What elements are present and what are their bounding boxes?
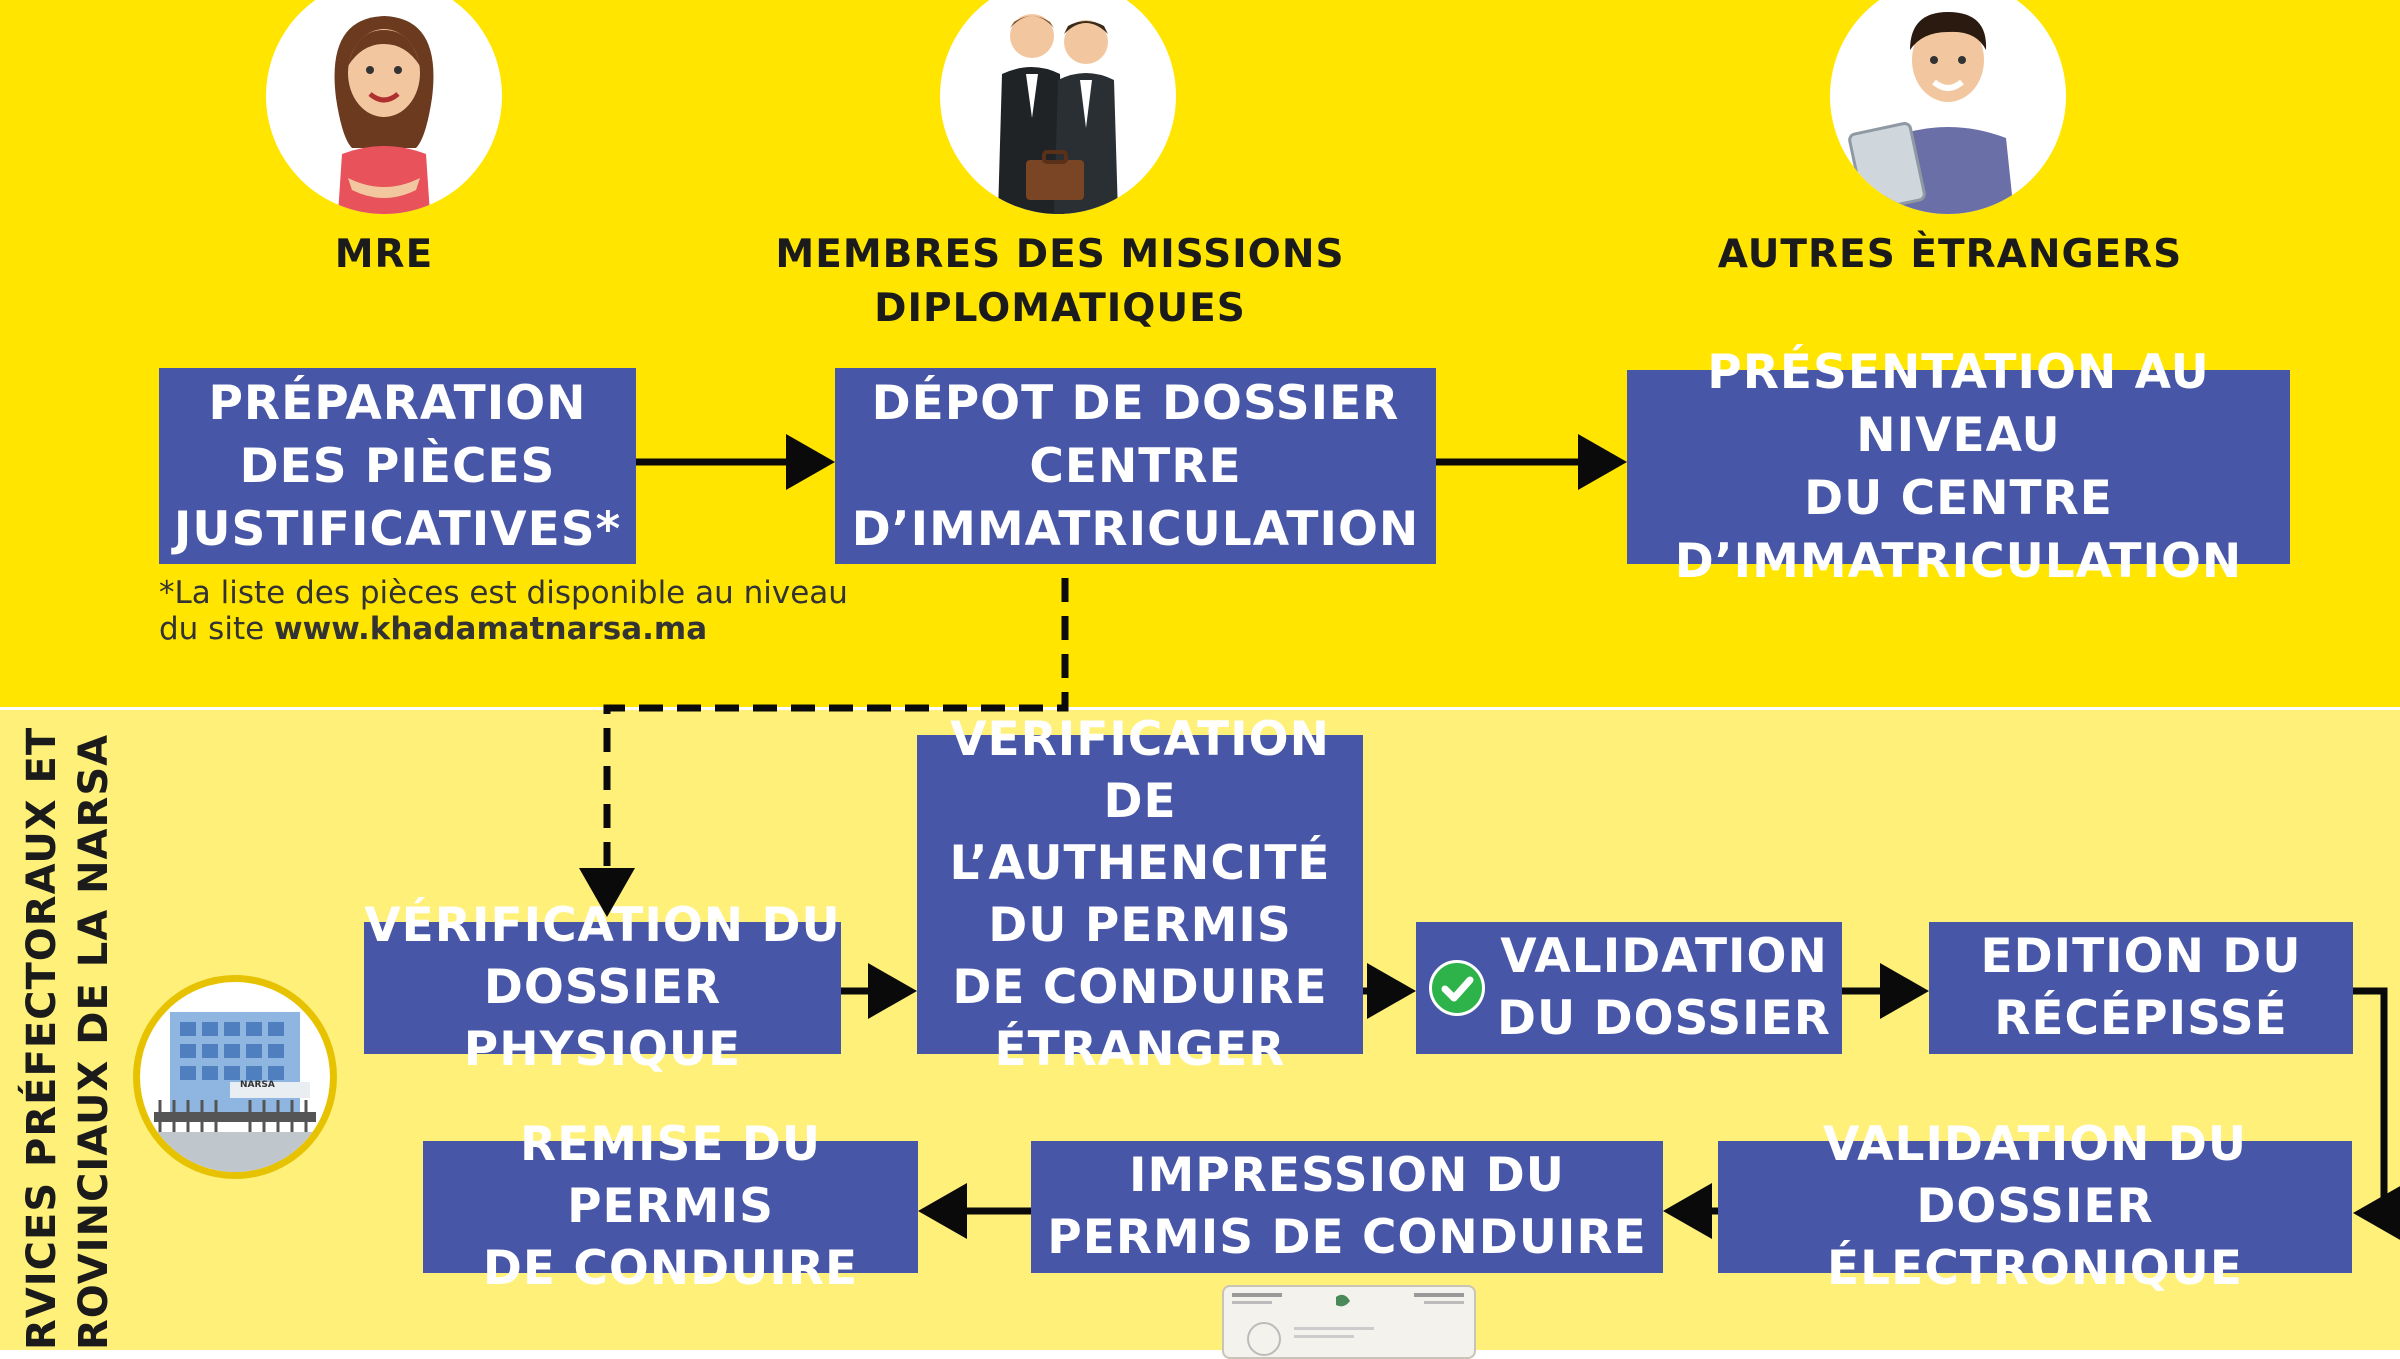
step-impression-line2: PERMIS DE CONDUIRE — [1047, 1210, 1647, 1265]
check-icon — [1429, 960, 1485, 1016]
step-presentation-line3: D’IMMATRICULATION — [1674, 534, 2243, 589]
arrow-dashed-depot-to-verification — [579, 578, 1069, 917]
man-tablet-avatar-icon — [1830, 0, 2066, 214]
step-preparation-line2: DES PIÈCES — [239, 438, 556, 494]
step-remise-permis: REMISE DU PERMIS DE CONDUIRE — [423, 1117, 918, 1296]
diplomats-avatar-icon — [940, 0, 1176, 214]
category-diplomatic-line2: DIPLOMATIQUES — [874, 286, 1246, 331]
step-verif-physique-line2: DOSSIER PHYSIQUE — [463, 960, 742, 1077]
step-verif-auth-line5: ÉTRANGER — [994, 1021, 1286, 1077]
step-validation-line1: VALIDATION — [1500, 929, 1828, 984]
step-verif-auth-line2: DE L’AUTHENCITÉ — [949, 773, 1331, 891]
category-diplomatic-line1: MEMBRES DES MISSIONS — [775, 232, 1345, 277]
category-other-foreigners: AUTRES ÈTRANGERS — [1717, 232, 2183, 277]
step-depot-line3: D’IMMATRICULATION — [851, 501, 1420, 557]
step-impression-line1: IMPRESSION DU — [1129, 1148, 1565, 1203]
note-line1: *La liste des pièces est disponible au n… — [159, 575, 848, 611]
step-valid-elec-line2: ÉLECTRONIQUE — [1827, 1241, 2243, 1296]
note-line2-prefix: du site — [159, 611, 275, 647]
band-divider — [0, 707, 2400, 710]
step-validation-line2: DU DOSSIER — [1497, 991, 1831, 1046]
step-preparation-line1: PRÉPARATION — [208, 375, 587, 431]
step-presentation: PRÉSENTATION AU NIVEAU DU CENTRE D’IMMAT… — [1627, 345, 2290, 589]
step-validation-electronique: VALIDATION DU DOSSIER ÉLECTRONIQUE — [1718, 1117, 2352, 1296]
step-preparation-line3: JUSTIFICATIVES* — [173, 501, 622, 557]
step-edition-recepisse: EDITION DU RÉCÉPISSÉ — [1929, 922, 2353, 1054]
documents-note: *La liste des pièces est disponible au n… — [159, 575, 879, 647]
step-depot-line2: CENTRE — [1029, 438, 1242, 494]
step-valid-elec-line1: VALIDATION DU DOSSIER — [1822, 1117, 2248, 1234]
arrow-edition-to-electronique — [2353, 987, 2400, 1241]
step-preparation: PRÉPARATION DES PIÈCES JUSTIFICATIVES* — [159, 368, 636, 564]
step-verification-physique: VÉRIFICATION DU DOSSIER PHYSIQUE — [364, 898, 841, 1077]
category-diplomatic-missions: MEMBRES DES MISSIONS DIPLOMATIQUES — [720, 228, 1400, 336]
step-presentation-line1: PRÉSENTATION AU NIVEAU — [1707, 345, 2210, 463]
step-verif-auth-line3: DU PERMIS — [988, 897, 1292, 953]
step-verification-authenticite: VERIFICATION DE L’AUTHENCITÉ DU PERMIS D… — [917, 712, 1363, 1077]
step-depot-line1: DÉPOT DE DOSSIER — [871, 375, 1400, 431]
step-validation-dossier: VALIDATION DU DOSSIER — [1416, 922, 1842, 1054]
step-edition-line2: RÉCÉPISSÉ — [1994, 991, 2288, 1046]
website-link[interactable]: www.khadamatnarsa.ma — [274, 611, 708, 647]
step-verif-auth-line1: VERIFICATION — [950, 711, 1330, 767]
license-card-icon — [1222, 1285, 1476, 1359]
step-remise-line2: DE CONDUIRE — [482, 1241, 859, 1296]
step-depot-dossier: DÉPOT DE DOSSIER CENTRE D’IMMATRICULATIO… — [835, 368, 1436, 564]
woman-avatar-icon — [266, 0, 502, 214]
step-impression-permis: IMPRESSION DU PERMIS DE CONDUIRE — [1031, 1141, 1663, 1273]
building-sign: NARSA — [240, 1080, 275, 1090]
step-presentation-line2: DU CENTRE — [1804, 471, 2113, 526]
step-remise-line1: REMISE DU PERMIS — [519, 1117, 822, 1234]
narsa-building-icon: NARSA — [133, 975, 337, 1179]
step-verif-auth-line4: DE CONDUIRE — [952, 959, 1328, 1015]
category-mre: MRE — [334, 232, 434, 277]
step-edition-line1: EDITION DU — [1980, 929, 2302, 984]
